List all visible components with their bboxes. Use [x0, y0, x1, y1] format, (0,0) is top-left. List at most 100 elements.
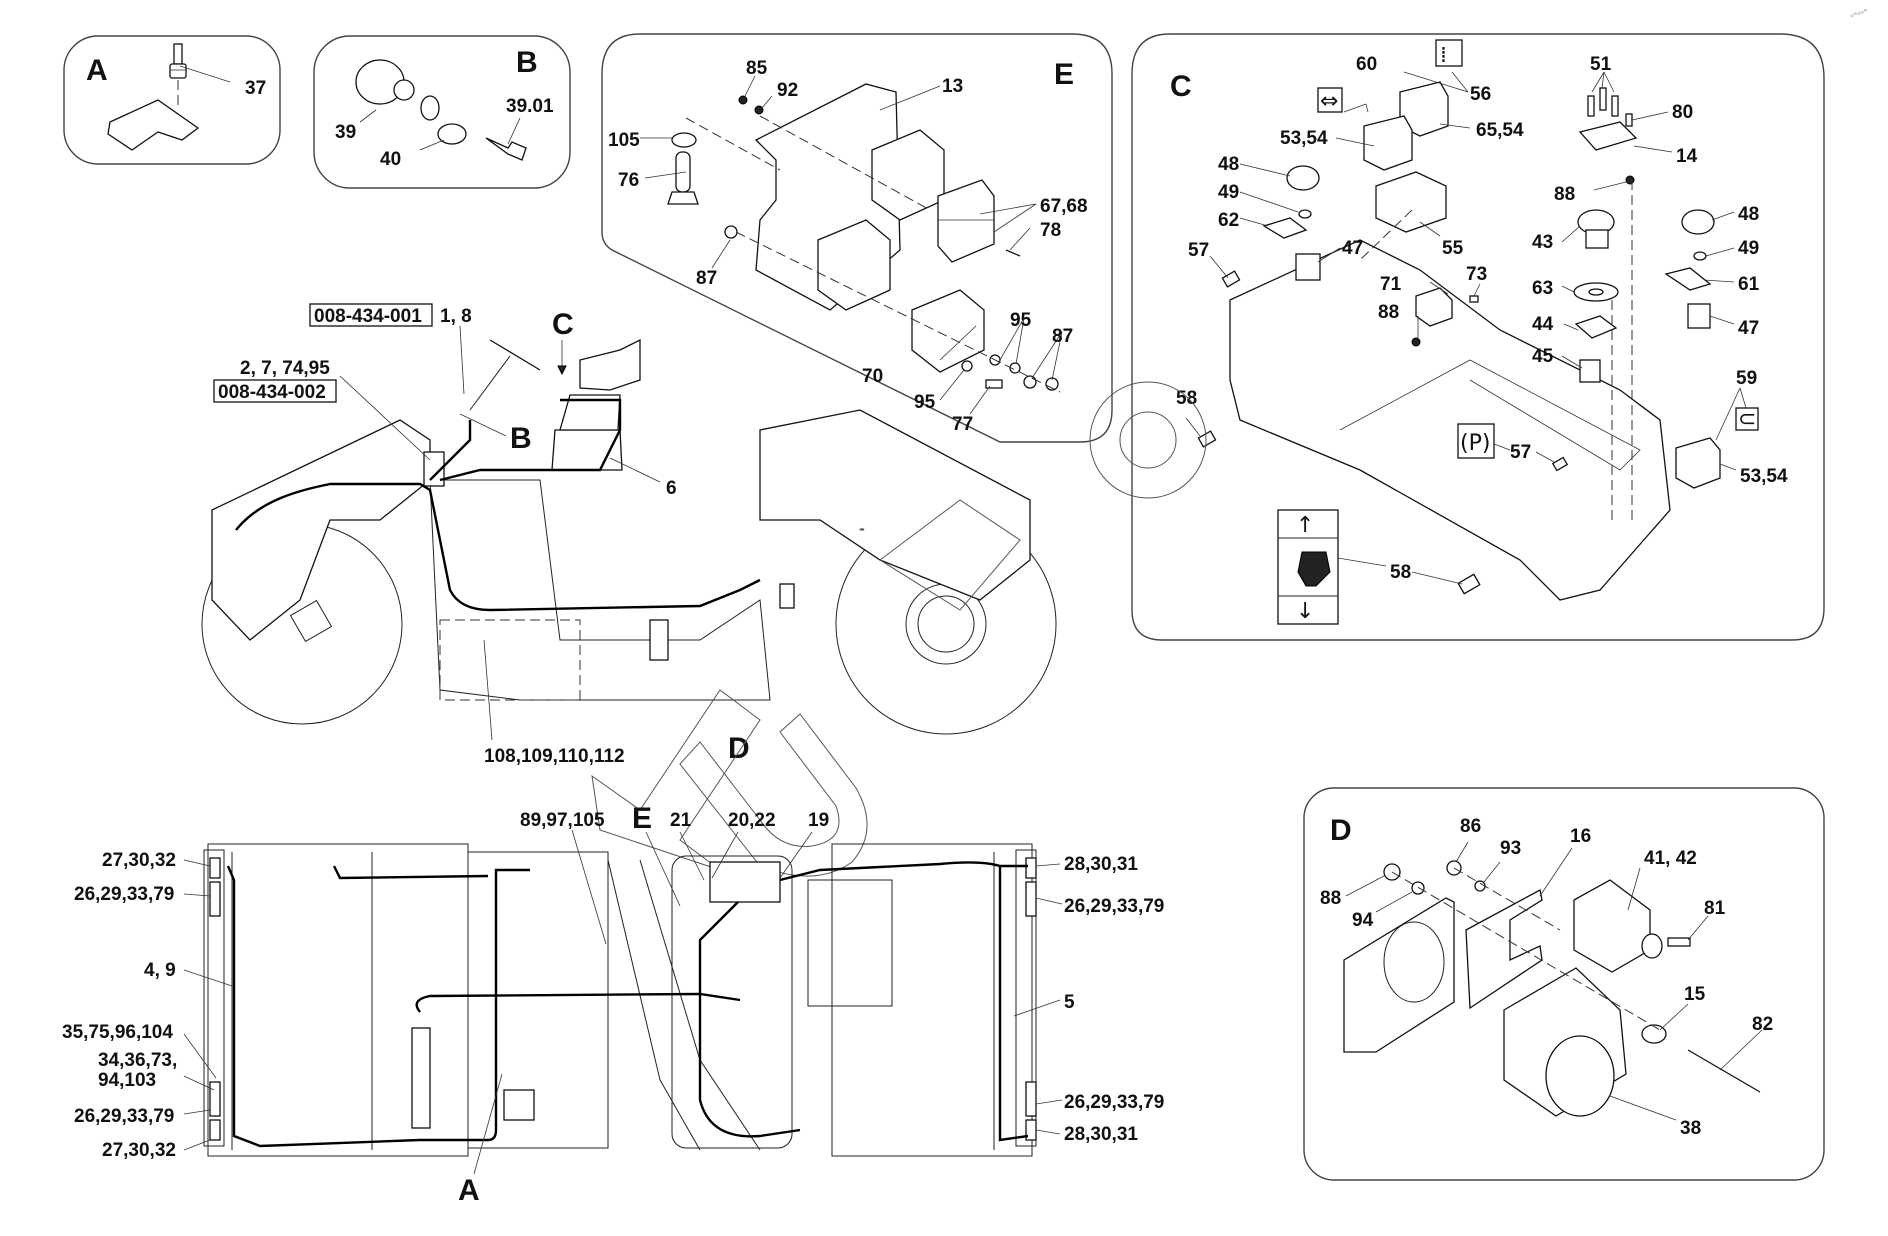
part-number-008-434-002: 008-434-002 — [218, 382, 326, 403]
callout-70: 70 — [862, 366, 883, 387]
front-section-outline — [831, 843, 1033, 1157]
panel-c-title: C — [1170, 70, 1192, 103]
callout-21: 21 — [670, 810, 692, 831]
callout-5: 5 — [1064, 992, 1075, 1013]
wire-harness-side — [235, 482, 761, 612]
callout-92: 92 — [777, 80, 798, 101]
plate-61-icon — [1664, 267, 1712, 291]
relay-icon — [817, 129, 985, 373]
parking-symbol-icon: (P) — [1460, 431, 1490, 456]
symbol-56-icon — [1435, 39, 1463, 67]
callout-63: 63 — [1532, 278, 1553, 299]
nut-85-icon — [738, 95, 748, 105]
vibration-symbol-icon: ⁞ — [1440, 43, 1447, 68]
panel-a-title: A — [86, 54, 108, 87]
dashboard-frame-icon — [1229, 239, 1671, 601]
fuse-box-icon — [423, 451, 445, 487]
switch-housing-55-icon — [1375, 171, 1447, 233]
relay-pack-icon — [503, 1089, 535, 1121]
toggle-switch-47b-icon — [1687, 303, 1711, 329]
callout-26-29-33-79: 26,29,33,79 — [74, 884, 174, 905]
callout-85: 85 — [746, 58, 768, 79]
washer-63-hole-icon — [1588, 288, 1604, 296]
callout-89-97-105: 89,97,105 — [520, 810, 605, 831]
callout-51: 51 — [1590, 54, 1612, 75]
dust-cap-icon — [420, 95, 467, 145]
callout-13: 13 — [942, 76, 963, 97]
rear-work-light-top-icon — [209, 881, 221, 917]
callout-1-8: 1, 8 — [440, 306, 472, 327]
panel-d-title: D — [1330, 814, 1352, 847]
bidirectional-arrow-icon: ⇔ — [1320, 89, 1338, 114]
callout-95b: 95 — [914, 392, 936, 413]
panel-b: B 39 40 39.01 — [313, 35, 571, 189]
rocker-switch-53-icon — [1363, 115, 1413, 171]
watermark-text: auto — [860, 528, 865, 531]
callout-58: 58 — [1176, 388, 1197, 409]
plate-16-icon — [1465, 889, 1543, 1010]
label-58b-icon — [1457, 573, 1481, 595]
panel-e-frame — [601, 33, 1113, 443]
callout-76: 76 — [618, 170, 639, 191]
panel-d: D 88 94 86 93 16 41, 42 81 15 — [1303, 787, 1825, 1181]
nut-88-icon — [1625, 175, 1635, 185]
callout-87b: 87 — [1052, 326, 1073, 347]
front-work-light-bottom-icon — [1025, 1081, 1037, 1117]
panel-c: C ⇔ ⁞ ⊂ (P) ↑ ↓ — [1131, 33, 1825, 641]
callout-56: 56 — [1470, 84, 1491, 105]
key-icon — [485, 137, 527, 161]
part-number-box-1 — [309, 303, 433, 327]
view-marker-c: C — [552, 308, 574, 341]
callout-28-30-31: 28,30,31 — [1064, 854, 1138, 875]
callout-93: 93 — [1500, 838, 1521, 859]
front-light-top-icon — [1025, 857, 1037, 879]
arrow-down-icon: ↓ — [1296, 599, 1314, 624]
rear-frame-icon — [211, 419, 431, 641]
wire-harness-top-right — [739, 861, 1028, 902]
callout-15: 15 — [1684, 984, 1706, 1005]
callout-62: 62 — [1218, 210, 1239, 231]
callout-88b: 88 — [1378, 302, 1399, 323]
steering-wheel-icon — [469, 339, 541, 411]
panel-b-frame — [313, 35, 571, 189]
nut-49-icon — [1298, 209, 1312, 219]
view-marker-d: D — [728, 732, 750, 765]
panel-d-frame — [1303, 787, 1825, 1181]
callout-105: 105 — [608, 130, 640, 151]
screw-77-icon — [985, 379, 1003, 389]
callout-44: 44 — [1532, 314, 1554, 335]
callout-34-36-73: 34,36,73, — [98, 1050, 177, 1071]
callout-78: 78 — [1040, 220, 1061, 241]
top-view: 27,30,32 26,29,33,79 4, 9 35,75,96,104 3… — [62, 802, 1164, 1207]
knob-48b-icon — [1681, 209, 1715, 235]
relay-board-icon — [709, 861, 781, 903]
callout-2-7-74-95: 2, 7, 74,95 — [240, 358, 330, 379]
callout-27-30-32: 27,30,32 — [102, 850, 176, 871]
callout-47: 47 — [1342, 238, 1363, 259]
relay-41-42-icon — [1573, 879, 1651, 973]
rear-light-bottom-icon — [209, 1119, 221, 1141]
sensor-connector-icon — [779, 583, 795, 609]
view-marker-b: B — [510, 422, 532, 455]
operator-seat-icon — [551, 338, 641, 471]
callout-59: 59 — [1736, 368, 1757, 389]
battery-icon — [411, 1027, 431, 1129]
callout-71: 71 — [1380, 274, 1402, 295]
callout-67-68: 67,68 — [1040, 196, 1088, 217]
rocker-switch-53b-icon — [1675, 437, 1721, 489]
nut-49b-icon — [1693, 251, 1707, 261]
bolt-icon — [667, 132, 699, 205]
callout-45: 45 — [1532, 346, 1554, 367]
label-57-icon — [1221, 270, 1241, 288]
chassis-body-icon — [429, 479, 771, 701]
bolt-82-icon — [1687, 1049, 1761, 1093]
holder-44-icon — [1574, 315, 1618, 339]
callout-26-29-33-79d: 26,29,33,79 — [1064, 1092, 1164, 1113]
panel-e: E — [601, 33, 1113, 443]
callout-108-109-110-112: 108,109,110,112 — [484, 746, 625, 767]
ignition-switch-icon — [355, 59, 415, 105]
callout-6: 6 — [666, 478, 677, 499]
parking-symbol-box — [1457, 423, 1495, 459]
washer-95-icon — [961, 360, 973, 372]
